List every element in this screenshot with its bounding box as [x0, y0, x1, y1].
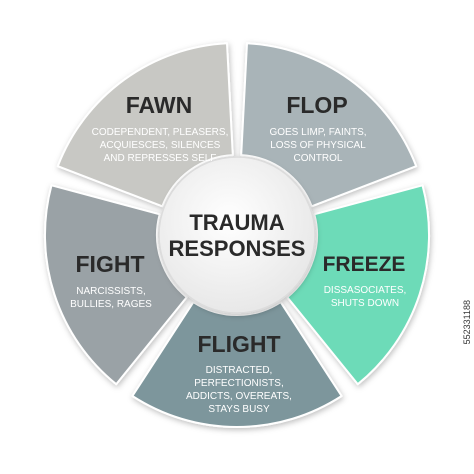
flop-line-1: GOES LIMP, FAINTS,: [269, 127, 366, 138]
freeze-line-1: DISSASOCIATES,: [324, 285, 407, 296]
side-id-text: 552331188: [462, 300, 472, 345]
center-title-line2: RESPONSES: [169, 236, 306, 261]
flight-line-1: DISTRACTED,: [206, 365, 273, 376]
flight-line-4: STAYS BUSY: [208, 404, 270, 415]
center-circle: [158, 156, 316, 314]
fight-line-2: BULLIES, RAGES: [70, 299, 152, 310]
segment-freeze-labels: FREEZE DISSASOCIATES, SHUTS DOWN: [323, 253, 407, 309]
center-hub: TRAUMA RESPONSES: [158, 156, 316, 314]
fight-line-1: NARCISSISTS,: [76, 286, 145, 297]
segment-freeze: [286, 184, 430, 386]
segment-fawn-labels: FAWN CODEPENDENT, PLEASERS, ACQUIESCES, …: [92, 92, 229, 164]
fight-title: FIGHT: [76, 251, 145, 277]
freeze-line-2: SHUTS DOWN: [331, 298, 399, 309]
segment-flight-labels: FLIGHT DISTRACTED, PERFECTIONISTS, ADDIC…: [186, 331, 292, 415]
segments-layer: [44, 42, 430, 428]
segment-flop-labels: FLOP GOES LIMP, FAINTS, LOSS OF PHYSICAL…: [269, 92, 366, 164]
segment-fawn: [56, 42, 234, 208]
center-title-line1: TRAUMA: [189, 210, 284, 235]
fawn-title: FAWN: [126, 92, 192, 118]
segment-flight: [131, 301, 343, 428]
freeze-title: FREEZE: [323, 253, 406, 276]
segment-fight: [44, 184, 188, 386]
fawn-line-1: CODEPENDENT, PLEASERS,: [92, 127, 229, 138]
flight-line-2: PERFECTIONISTS,: [194, 378, 283, 389]
flop-title: FLOP: [286, 92, 347, 118]
segment-flop: [240, 42, 418, 208]
flop-line-3: CONTROL: [294, 153, 343, 164]
fawn-line-2: ACQUIESCES, SILENCES: [100, 140, 221, 151]
flop-line-2: LOSS OF PHYSICAL: [270, 140, 366, 151]
segment-fight-labels: FIGHT NARCISSISTS, BULLIES, RAGES: [70, 251, 152, 310]
flight-title: FLIGHT: [197, 331, 280, 357]
fawn-line-3: AND REPRESSES SELF: [104, 153, 217, 164]
flight-line-3: ADDICTS, OVEREATS,: [186, 391, 292, 402]
